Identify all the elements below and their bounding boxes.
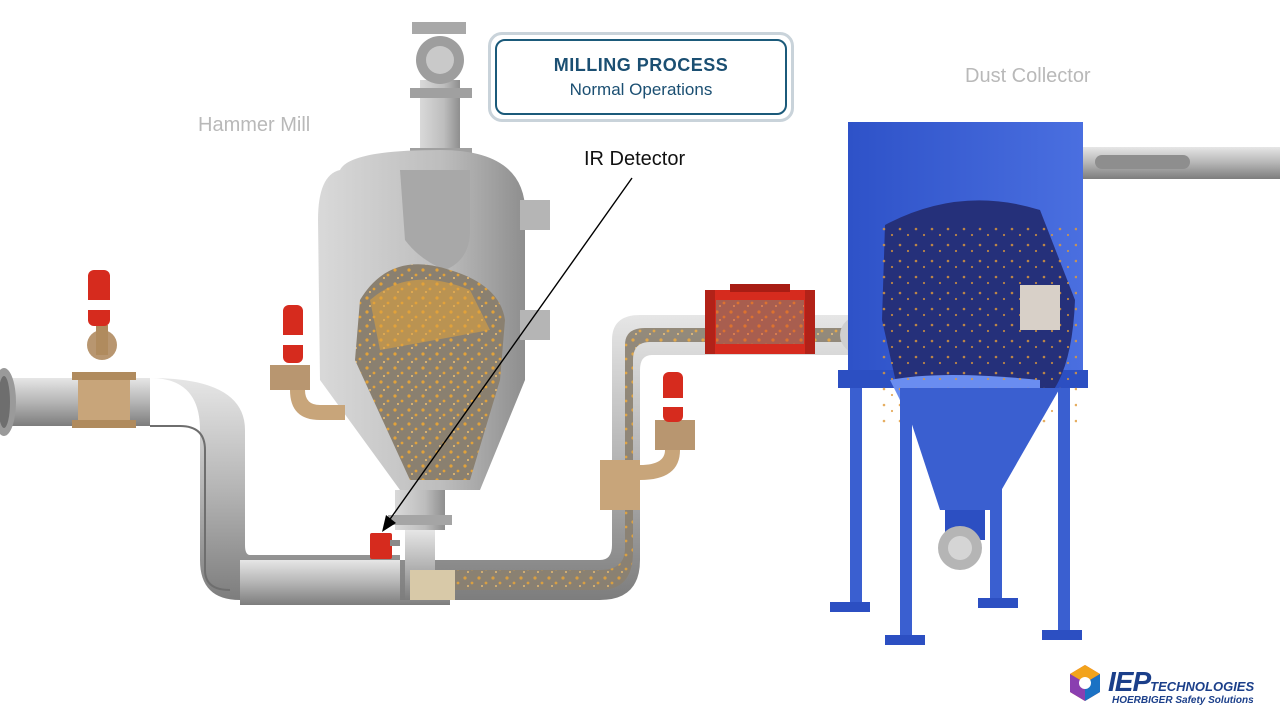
logo-tagline: HOERBIGER Safety Solutions [1112, 695, 1254, 706]
iep-logo-icon [1070, 665, 1100, 701]
process-title: MILLING PROCESS [553, 54, 729, 75]
iep-logo: IEPTECHNOLOGIES [1108, 666, 1254, 698]
mill-suppressor [270, 305, 345, 420]
isolation-valve [705, 284, 815, 354]
ir-detector-label: IR Detector [584, 148, 686, 170]
exhaust-pipe [1080, 147, 1280, 179]
dust-collector [830, 122, 1088, 645]
hammer-mill-label: Hammer Mill [198, 114, 311, 136]
process-title-box: MILLING PROCESS Normal Operations [488, 32, 794, 122]
ir-detector-pointer-arrowhead [382, 515, 396, 532]
dust-collector-label: Dust Collector [965, 65, 1091, 87]
inlet-isolation-valve [72, 270, 136, 428]
pipe-suppressor [600, 372, 695, 510]
ir-detector [370, 533, 400, 559]
logo-brand: IEP [1108, 666, 1151, 697]
hammer-mill [318, 22, 550, 600]
logo-suffix: TECHNOLOGIES [1150, 679, 1255, 694]
process-subtitle: Normal Operations [569, 79, 713, 99]
process-title-inner: MILLING PROCESS Normal Operations [495, 39, 787, 115]
ir-detector-pointer-line [387, 177, 633, 523]
